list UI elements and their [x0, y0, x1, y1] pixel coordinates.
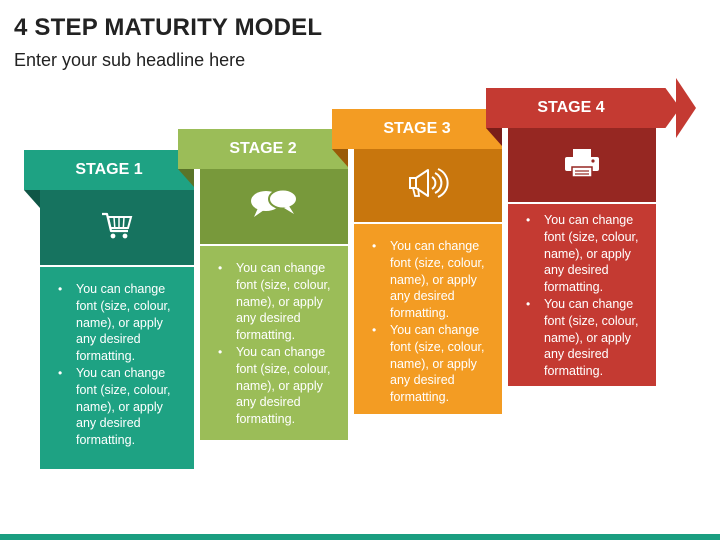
stage-1-label: STAGE 1	[75, 161, 143, 178]
stage-4-banner: STAGE 4	[486, 88, 680, 128]
stage-3-bullet-2: You can change font (size, colour, name)…	[372, 322, 492, 406]
stage-1-icon-box	[40, 190, 194, 265]
stage-2-icon-box	[200, 169, 348, 244]
stage-3-banner: STAGE 3	[332, 109, 502, 149]
stage-1-bullet-2: You can change font (size, colour, name)…	[58, 365, 184, 449]
stage-3-bullet-1: You can change font (size, colour, name)…	[372, 238, 492, 322]
stage-4-label: STAGE 4	[537, 99, 605, 116]
stage-4-icon-box	[508, 128, 656, 202]
arrow-head-icon	[676, 78, 696, 138]
stage-3-body: You can change font (size, colour, name)…	[354, 224, 502, 414]
stage-4-fold	[486, 128, 502, 146]
speech-bubbles-icon	[248, 187, 300, 226]
stage-3-label: STAGE 3	[383, 120, 451, 137]
stage-2-bullet-2: You can change font (size, colour, name)…	[218, 344, 338, 428]
stage-2-label: STAGE 2	[229, 140, 297, 157]
stage-2-bullet-1: You can change font (size, colour, name)…	[218, 260, 338, 344]
stage-1-fold	[24, 190, 40, 208]
page-subtitle: Enter your sub headline here	[14, 50, 246, 70]
stage-4-bullet-2: You can change font (size, colour, name)…	[526, 296, 646, 380]
page-title: 4 STEP MATURITY MODEL	[14, 14, 323, 41]
stage-1-bullet-1: You can change font (size, colour, name)…	[58, 281, 184, 365]
stage-3-icon-box	[354, 149, 502, 222]
stage-4-body: You can change font (size, colour, name)…	[508, 204, 656, 386]
stage-1-banner: STAGE 1	[24, 150, 194, 190]
stage-1-body: You can change font (size, colour, name)…	[40, 267, 194, 469]
printer-icon	[560, 145, 604, 186]
megaphone-icon	[406, 165, 450, 206]
shopping-cart-icon	[99, 207, 135, 248]
stage-2-banner: STAGE 2	[178, 129, 348, 169]
stage-2-body: You can change font (size, colour, name)…	[200, 246, 348, 440]
bottom-accent-bar	[0, 534, 720, 540]
stage-2-fold	[178, 169, 194, 187]
stage-3-fold	[332, 149, 348, 167]
stage-4-bullet-1: You can change font (size, colour, name)…	[526, 212, 646, 296]
